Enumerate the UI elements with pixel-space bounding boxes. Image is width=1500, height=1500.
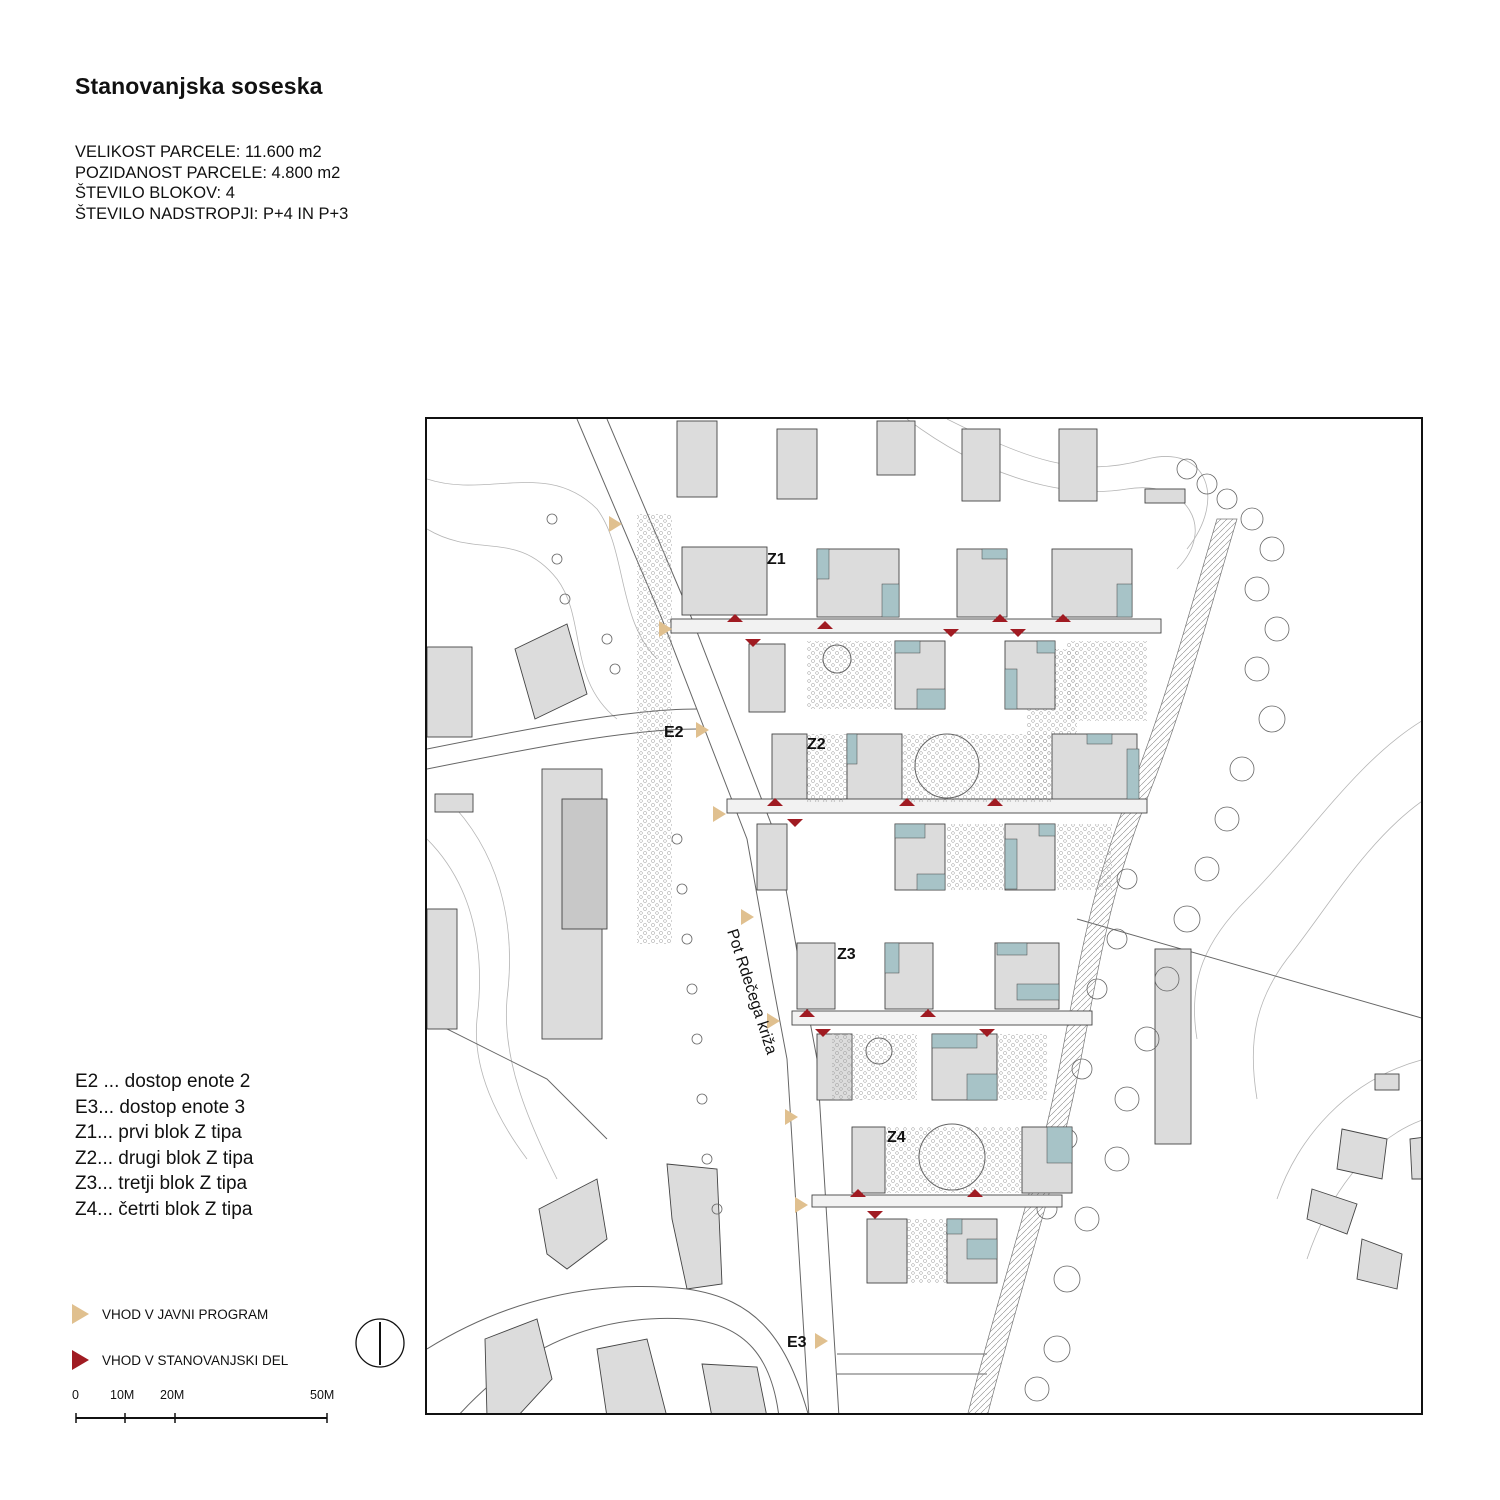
- courtyard-gravel: [807, 641, 1147, 1283]
- parcel-stats: VELIKOST PARCELE: 11.600 m2 POZIDANOST P…: [75, 142, 348, 224]
- public-entry-label: VHOD V JAVNI PROGRAM: [102, 1306, 269, 1322]
- entry-label-e2: E2: [664, 724, 684, 741]
- surrounding-buildings: [427, 420, 1421, 1413]
- residential-entry-label: VHOD V STANOVANJSKI DEL: [102, 1352, 289, 1368]
- stat-floor-count: ŠTEVILO NADSTROPJI: P+4 IN P+3: [75, 204, 349, 223]
- scale-bar-graphic: [75, 1413, 328, 1423]
- terrain-contours: [427, 419, 1421, 1260]
- site-plan-drawing: Z1 Z2 Z3 Z4 E2 E3 Pot Rdečega križa: [427, 419, 1421, 1413]
- key-e2: E2 ... dostop enote 2: [75, 1071, 251, 1092]
- street-label: Pot Rdečega križa: [723, 927, 780, 1057]
- playgrounds: [822, 644, 986, 1191]
- block-label-z4: Z4: [887, 1129, 906, 1146]
- stat-parcel-size: VELIKOST PARCELE: 11.600 m2: [75, 143, 322, 161]
- key-e3: E3... dostop enote 3: [75, 1096, 246, 1118]
- stat-built-area: POZIDANOST PARCELE: 4.800 m2: [75, 163, 341, 182]
- key-z3: Z3... tretji blok Z tipa: [75, 1173, 248, 1194]
- map-key: E2 ... dostop enote 2 E3... dostop enote…: [75, 1069, 253, 1222]
- block-accents: [816, 548, 1140, 1260]
- entry-legend-public: VHOD V JAVNI PROGRAM: [70, 1303, 268, 1325]
- north-arrow-icon: [355, 1318, 405, 1368]
- entry-markers: [609, 516, 1071, 1349]
- block-label-z3: Z3: [837, 946, 856, 963]
- key-z1: Z1... prvi blok Z tipa: [75, 1122, 242, 1143]
- trees: [546, 458, 1290, 1402]
- scale-label-50: 50M: [310, 1388, 335, 1402]
- block-label-z1: Z1: [767, 551, 786, 568]
- scale-bar: 0 10M 20M 50M: [70, 1388, 350, 1428]
- site-plan-map: Z1 Z2 Z3 Z4 E2 E3 Pot Rdečega križa: [425, 417, 1423, 1415]
- residential-entry-icon: [72, 1350, 89, 1370]
- scale-label-0: 0: [72, 1388, 79, 1402]
- scale-label-10: 10M: [110, 1388, 135, 1402]
- key-z2: Z2... drugi blok Z tipa: [75, 1147, 254, 1169]
- public-entry-icon: [72, 1304, 89, 1324]
- entry-legend-residential: VHOD V STANOVANJSKI DEL: [70, 1349, 288, 1371]
- page-title: Stanovanjska soseska: [75, 73, 323, 99]
- stat-block-count: ŠTEVILO BLOKOV: 4: [75, 184, 235, 202]
- block-label-z2: Z2: [807, 736, 826, 753]
- entry-label-e3: E3: [787, 1334, 807, 1351]
- key-z4: Z4... četrti blok Z tipa: [75, 1198, 253, 1220]
- scale-label-20: 20M: [160, 1388, 185, 1402]
